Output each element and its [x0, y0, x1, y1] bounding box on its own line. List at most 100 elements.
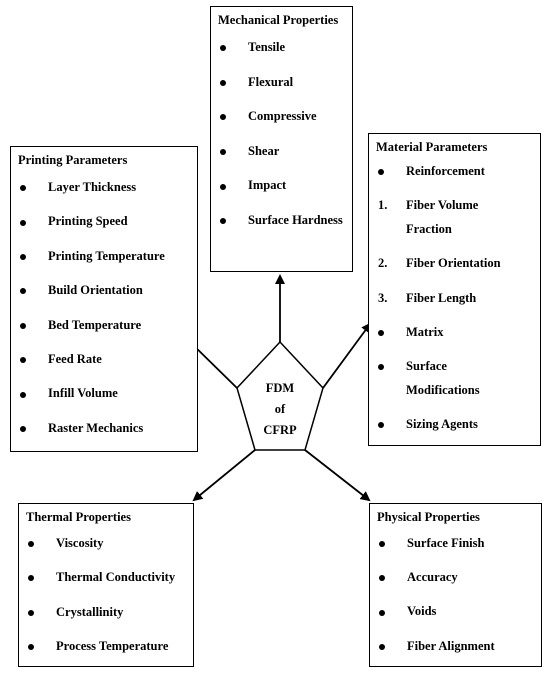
list-item: Flexural — [248, 74, 294, 89]
list-item: Compressive — [248, 109, 317, 124]
bullet-icon — [20, 357, 26, 364]
bullet-icon — [20, 185, 26, 192]
center-label: FDM of CFRP — [254, 378, 306, 441]
list-marker — [28, 531, 48, 555]
list-item: Impact — [248, 178, 287, 193]
list-marker — [220, 139, 240, 163]
list-item: Printing Temperature — [48, 248, 165, 263]
center-line: CFRP — [263, 423, 297, 437]
list-item: Fiber Alignment — [407, 638, 495, 653]
list-marker — [220, 35, 240, 59]
list-item-continuation: Modifications — [406, 383, 480, 398]
list-marker: 3. — [378, 290, 388, 305]
list-item: Surface — [406, 358, 447, 373]
list-marker: 1. — [378, 198, 388, 213]
list-item: Voids — [407, 604, 437, 619]
list-item: Reinforcement — [406, 164, 485, 178]
list-item: Layer Thickness — [48, 180, 137, 194]
list-marker — [20, 209, 40, 233]
bullet-icon — [378, 364, 384, 371]
bullet-icon — [20, 219, 26, 226]
list-marker — [379, 634, 399, 658]
box-title: Printing Parameters — [18, 153, 128, 167]
bullet-icon — [220, 45, 226, 52]
list-marker — [20, 381, 40, 405]
list-marker — [20, 347, 40, 371]
bullet-icon — [378, 169, 384, 176]
bullet-icon — [20, 253, 26, 260]
bullet-icon — [20, 322, 26, 329]
list-marker — [220, 173, 240, 197]
list-marker — [20, 313, 40, 337]
list-item: Raster Mechanics — [48, 420, 144, 435]
bullet-icon — [379, 643, 385, 650]
bullet-icon — [28, 575, 34, 582]
list-marker — [28, 565, 48, 589]
list-item: Accuracy — [407, 570, 458, 585]
center-line: of — [274, 402, 286, 416]
list-item: Feed Rate — [48, 352, 102, 366]
bullet-icon — [379, 541, 385, 548]
list-marker — [28, 634, 48, 658]
list-item-continuation: Fraction — [406, 222, 452, 237]
list-item: Surface Hardness — [248, 213, 343, 227]
list-item: Surface Finish — [407, 536, 485, 550]
bullet-icon — [379, 575, 385, 582]
list-marker: 2. — [378, 256, 388, 271]
list-item: Sizing Agents — [406, 417, 478, 432]
bullet-icon — [28, 541, 34, 548]
list-marker — [20, 244, 40, 268]
list-marker — [379, 531, 399, 555]
bullet-icon — [220, 114, 226, 121]
bullet-icon — [220, 79, 226, 86]
bullet-icon — [20, 391, 26, 398]
list-marker — [220, 208, 240, 232]
list-item: Matrix — [406, 324, 444, 339]
list-marker — [220, 104, 240, 128]
bullet-icon — [28, 644, 34, 651]
bullet-icon — [378, 329, 384, 336]
list-marker — [379, 599, 399, 623]
list-marker — [20, 175, 40, 199]
list-marker — [378, 159, 398, 183]
list-item: Tensile — [248, 40, 286, 54]
bullet-icon — [220, 148, 226, 155]
list-marker — [378, 354, 398, 378]
list-marker — [220, 70, 240, 94]
list-item: Fiber Length — [406, 290, 477, 305]
arrow-to-thermal — [192, 449, 256, 502]
bullet-icon — [20, 425, 26, 432]
list-item: Build Orientation — [48, 283, 143, 298]
list-item: Fiber Volume — [406, 198, 479, 213]
list-marker — [378, 320, 398, 344]
list-item: Thermal Conductivity — [56, 570, 176, 585]
arrow-to-material — [322, 322, 372, 389]
bullet-icon — [220, 218, 226, 225]
bullet-icon — [379, 609, 385, 616]
list-marker — [379, 565, 399, 589]
arrow-to-physical — [304, 449, 371, 502]
list-item: Viscosity — [56, 536, 104, 550]
bullet-icon — [378, 422, 384, 429]
list-item: Shear — [248, 143, 280, 158]
bullet-icon — [28, 609, 34, 616]
box-title: Mechanical Properties — [218, 13, 339, 27]
list-marker — [20, 278, 40, 302]
bullet-icon — [20, 288, 26, 295]
box-title: Material Parameters — [376, 140, 488, 154]
list-item: Bed Temperature — [48, 317, 142, 332]
list-marker — [378, 412, 398, 436]
center-line: FDM — [265, 381, 295, 395]
list-item: Crystallinity — [56, 604, 124, 619]
box-title: Physical Properties — [377, 510, 480, 524]
box-title: Thermal Properties — [26, 510, 131, 524]
bullet-icon — [220, 183, 226, 190]
list-item: Fiber Orientation — [406, 256, 501, 271]
list-item: Process Temperature — [56, 638, 169, 653]
list-marker — [28, 600, 48, 624]
material-parameters-box: Material Parameters Reinforcement 1. Fiber… — [368, 133, 541, 446]
